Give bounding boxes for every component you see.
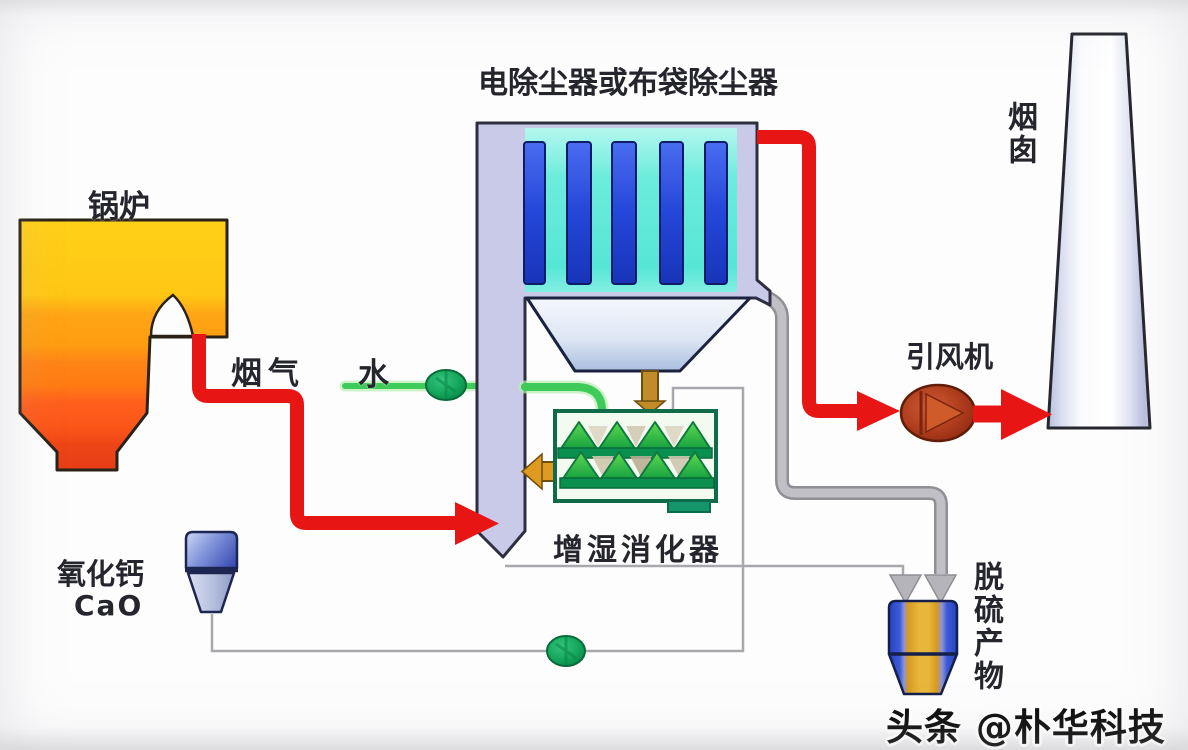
cao-formula-label: CaO <box>74 589 144 622</box>
watermark: 头条 @朴华科技环保 <box>886 706 1166 749</box>
boiler-label: 锅炉 <box>88 189 150 225</box>
chimney-label: 烟囱 <box>1002 101 1037 167</box>
left-arrow-icon <box>520 452 543 491</box>
collector-title: 电除尘器或布袋除尘器 <box>478 66 778 101</box>
flow-arrow-icon <box>857 391 900 431</box>
lime-recycle-line <box>210 386 745 653</box>
dust-collector <box>475 121 772 559</box>
ash-drain-line <box>505 564 905 576</box>
byproduct-hopper <box>887 599 959 696</box>
flow-arrow-icon <box>1001 389 1052 440</box>
down-arrow-icon <box>632 400 668 415</box>
byproduct-inlet-arrows <box>888 574 958 605</box>
boiler-outlet-notch <box>149 293 195 338</box>
down-arrow-icon <box>888 574 923 605</box>
down-arrow-icon <box>923 574 958 605</box>
flue-gas-label: 烟气 <box>231 356 305 392</box>
cao-name-label: 氧化钙 <box>57 557 145 591</box>
flue-gas-pipe-chimney <box>973 389 1052 440</box>
humidifier-label: 增湿消化器 <box>553 533 723 568</box>
recycle-lines <box>210 386 905 653</box>
lime-return-pipe <box>520 452 559 491</box>
slaker-outlet <box>667 500 711 513</box>
recycle-valve <box>546 635 586 667</box>
dust-down-pipe <box>632 370 668 415</box>
screw-conveyors <box>557 421 715 489</box>
induced-draft-fan <box>899 383 977 443</box>
collector-hopper <box>525 296 752 373</box>
cao-feed-hopper <box>184 530 239 614</box>
fan-blade-icon <box>925 392 965 434</box>
humidifier-slaker <box>553 409 718 513</box>
flue-gas-pipe-main <box>192 334 499 545</box>
fan-label: 引风机 <box>906 340 994 374</box>
flue-gas-pipe-fan <box>757 130 900 431</box>
collector-plates <box>523 141 728 285</box>
chimney-stack <box>1046 32 1152 430</box>
water-line-right <box>518 380 609 416</box>
water-label: 水 <box>358 357 389 393</box>
flow-arrow-icon <box>455 502 499 545</box>
dust-discharge-pipe <box>761 289 948 574</box>
water-valve <box>425 369 467 401</box>
boiler-vessel <box>18 218 229 472</box>
byproduct-label: 脱硫产物 <box>968 561 1003 693</box>
